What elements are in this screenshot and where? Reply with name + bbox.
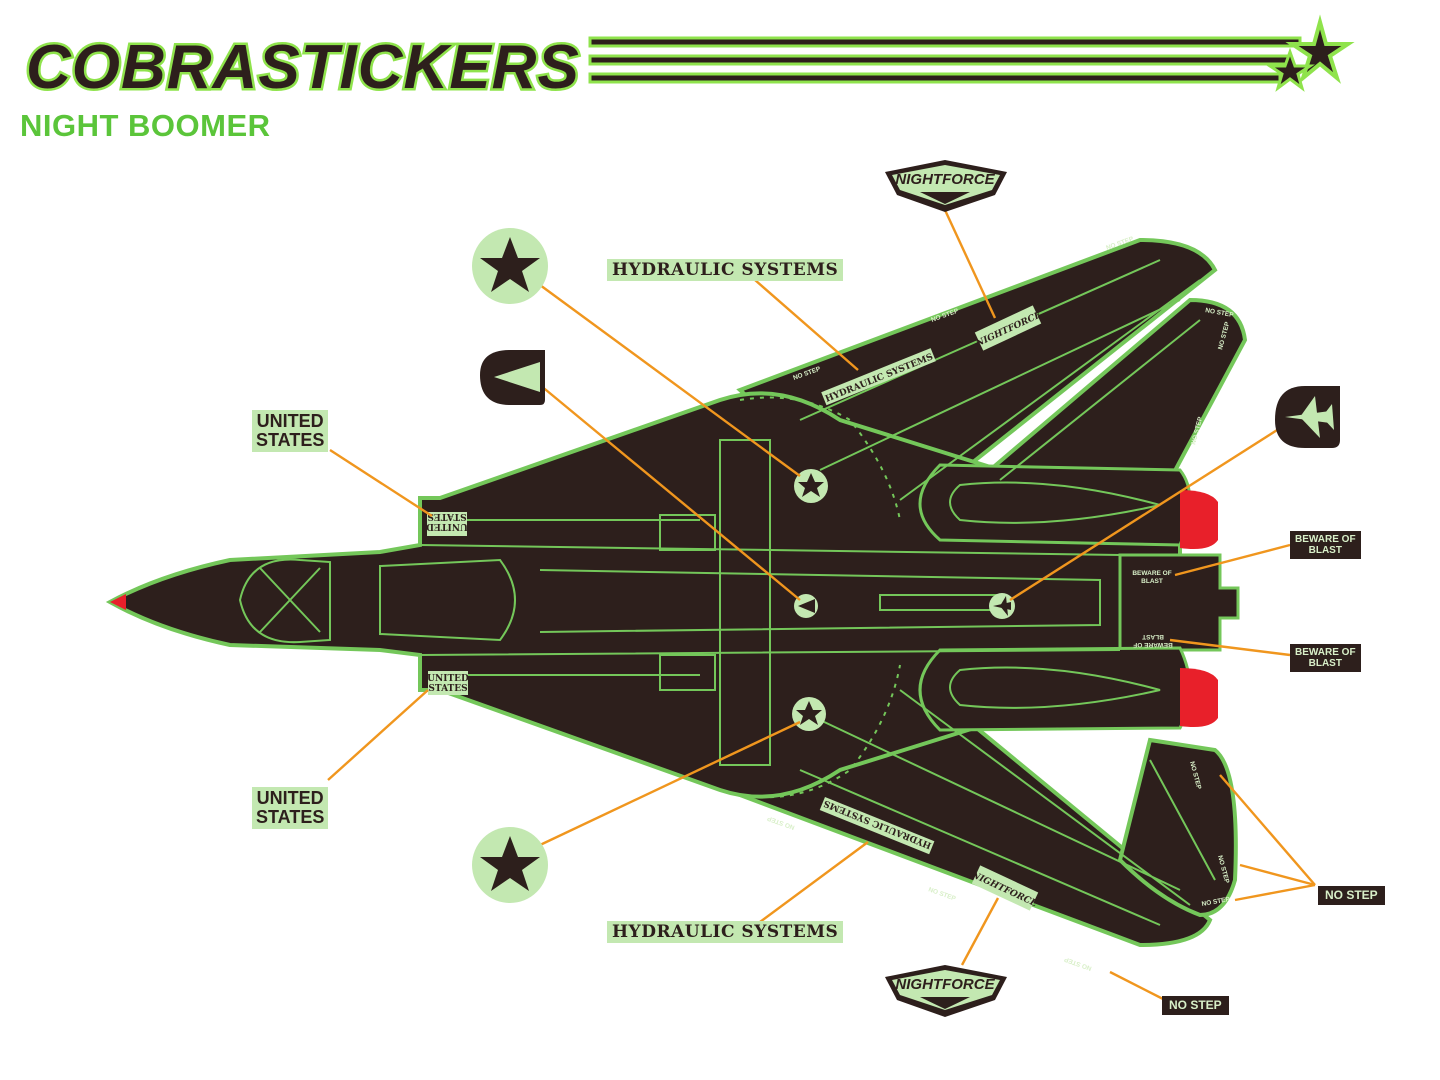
svg-text:NIGHTFORCE: NIGHTFORCE bbox=[895, 976, 995, 993]
svg-text:STATES: STATES bbox=[428, 684, 467, 694]
svg-text:BLAST: BLAST bbox=[1141, 578, 1163, 585]
label-hydraulic-top: HYDRAULIC SYSTEMS bbox=[607, 259, 844, 281]
us-decal-top: UNITED STATES bbox=[426, 511, 468, 536]
brand-title: COBRASTICKERS bbox=[26, 33, 580, 102]
svg-text:NO STEP: NO STEP bbox=[927, 886, 957, 903]
svg-text:BLAST: BLAST bbox=[1142, 633, 1164, 640]
jet-decal bbox=[989, 593, 1015, 619]
nightforce-logo-bottom: NIGHTFORCE bbox=[885, 965, 1007, 1017]
svg-text:BEWARE OF: BEWARE OF bbox=[1132, 570, 1171, 577]
delta-wing-icon bbox=[480, 350, 545, 405]
svg-text:NO STEP: NO STEP bbox=[766, 814, 796, 831]
beware-decal-top: BEWARE OF BLAST bbox=[1132, 570, 1171, 585]
brand-banner: COBRASTICKERS bbox=[24, 14, 1355, 105]
roundel-icon-bottom bbox=[472, 827, 548, 903]
svg-text:NIGHTFORCE: NIGHTFORCE bbox=[895, 171, 995, 188]
leader-lines bbox=[327, 209, 1316, 1002]
beware-decal-bottom: BEWARE OF BLAST bbox=[1133, 633, 1172, 648]
svg-text:BEWARE OF: BEWARE OF bbox=[1133, 641, 1172, 648]
svg-text:NO STEP: NO STEP bbox=[1205, 307, 1235, 319]
roundel-decal-top bbox=[794, 469, 828, 503]
svg-text:UNITED: UNITED bbox=[426, 521, 468, 531]
label-hydraulic-bottom: HYDRAULIC SYSTEMS bbox=[607, 921, 844, 943]
svg-text:NO STEP: NO STEP bbox=[1063, 955, 1093, 972]
roundel-decal-bottom bbox=[792, 697, 826, 731]
star-icon bbox=[1265, 14, 1355, 92]
nightforce-logo-top: NIGHTFORCE bbox=[885, 160, 1007, 212]
label-no-step-bottom: NO STEP bbox=[1162, 996, 1229, 1015]
svg-text:NO STEP: NO STEP bbox=[1201, 896, 1231, 908]
jet-icon bbox=[1275, 386, 1340, 448]
roundel-icon-top bbox=[472, 228, 548, 304]
svg-text:STATES: STATES bbox=[427, 511, 466, 521]
page-subtitle: NIGHT BOOMER bbox=[20, 108, 271, 143]
aircraft-body: UNITED STATES UNITED STATES HYDRAULIC SY… bbox=[105, 235, 1248, 972]
svg-text:UNITED: UNITED bbox=[427, 674, 469, 684]
us-decal-bottom: UNITED STATES bbox=[427, 671, 469, 695]
label-no-step-right: NO STEP bbox=[1318, 886, 1385, 905]
